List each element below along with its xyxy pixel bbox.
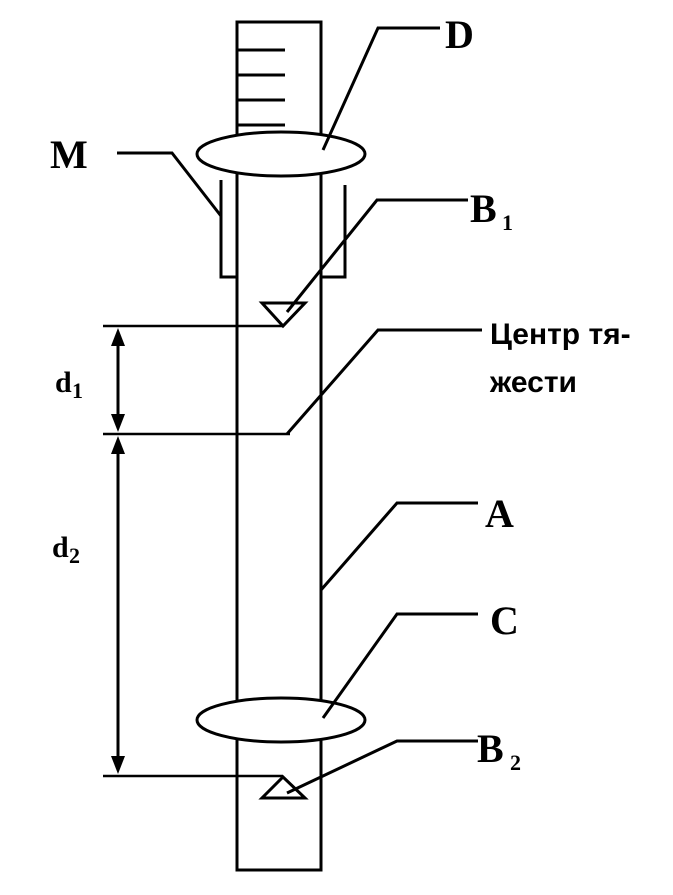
leader-lines [117, 26, 482, 795]
mount-bracket [219, 180, 347, 279]
pendulum-rod [235, 20, 323, 872]
label-d2-subscript: 2 [69, 543, 80, 568]
label-c: C [490, 598, 519, 643]
label-b1-subscript: 1 [502, 210, 513, 235]
label-a: A [485, 491, 514, 536]
reference-lines [103, 324, 290, 778]
dimension-d1 [111, 328, 125, 432]
label-b2: B [477, 726, 504, 771]
disc-d [195, 130, 367, 178]
label-d2: d [52, 531, 69, 564]
disc-c [195, 696, 367, 744]
label-b1: B [470, 186, 497, 231]
label-d: D [445, 12, 474, 57]
label-b2-subscript: 2 [510, 750, 521, 775]
label-center-of-gravity-line1: Центр тя- [490, 318, 631, 351]
label-d1-subscript: 1 [72, 378, 83, 403]
label-d1: d [55, 366, 72, 399]
knife-edge-b1 [258, 301, 309, 329]
label-center-of-gravity-line2: жести [489, 366, 577, 399]
leader-m [117, 151, 223, 217]
leader-d [321, 26, 440, 151]
leader-b2 [286, 739, 478, 795]
scale-marks [237, 48, 285, 127]
leader-b1 [285, 198, 468, 313]
leader-a [319, 501, 478, 591]
leader-center [285, 328, 482, 435]
dimension-d2 [111, 436, 125, 774]
label-m: M [50, 132, 88, 177]
knife-edge-b2 [258, 774, 309, 800]
leader-c [321, 612, 478, 719]
